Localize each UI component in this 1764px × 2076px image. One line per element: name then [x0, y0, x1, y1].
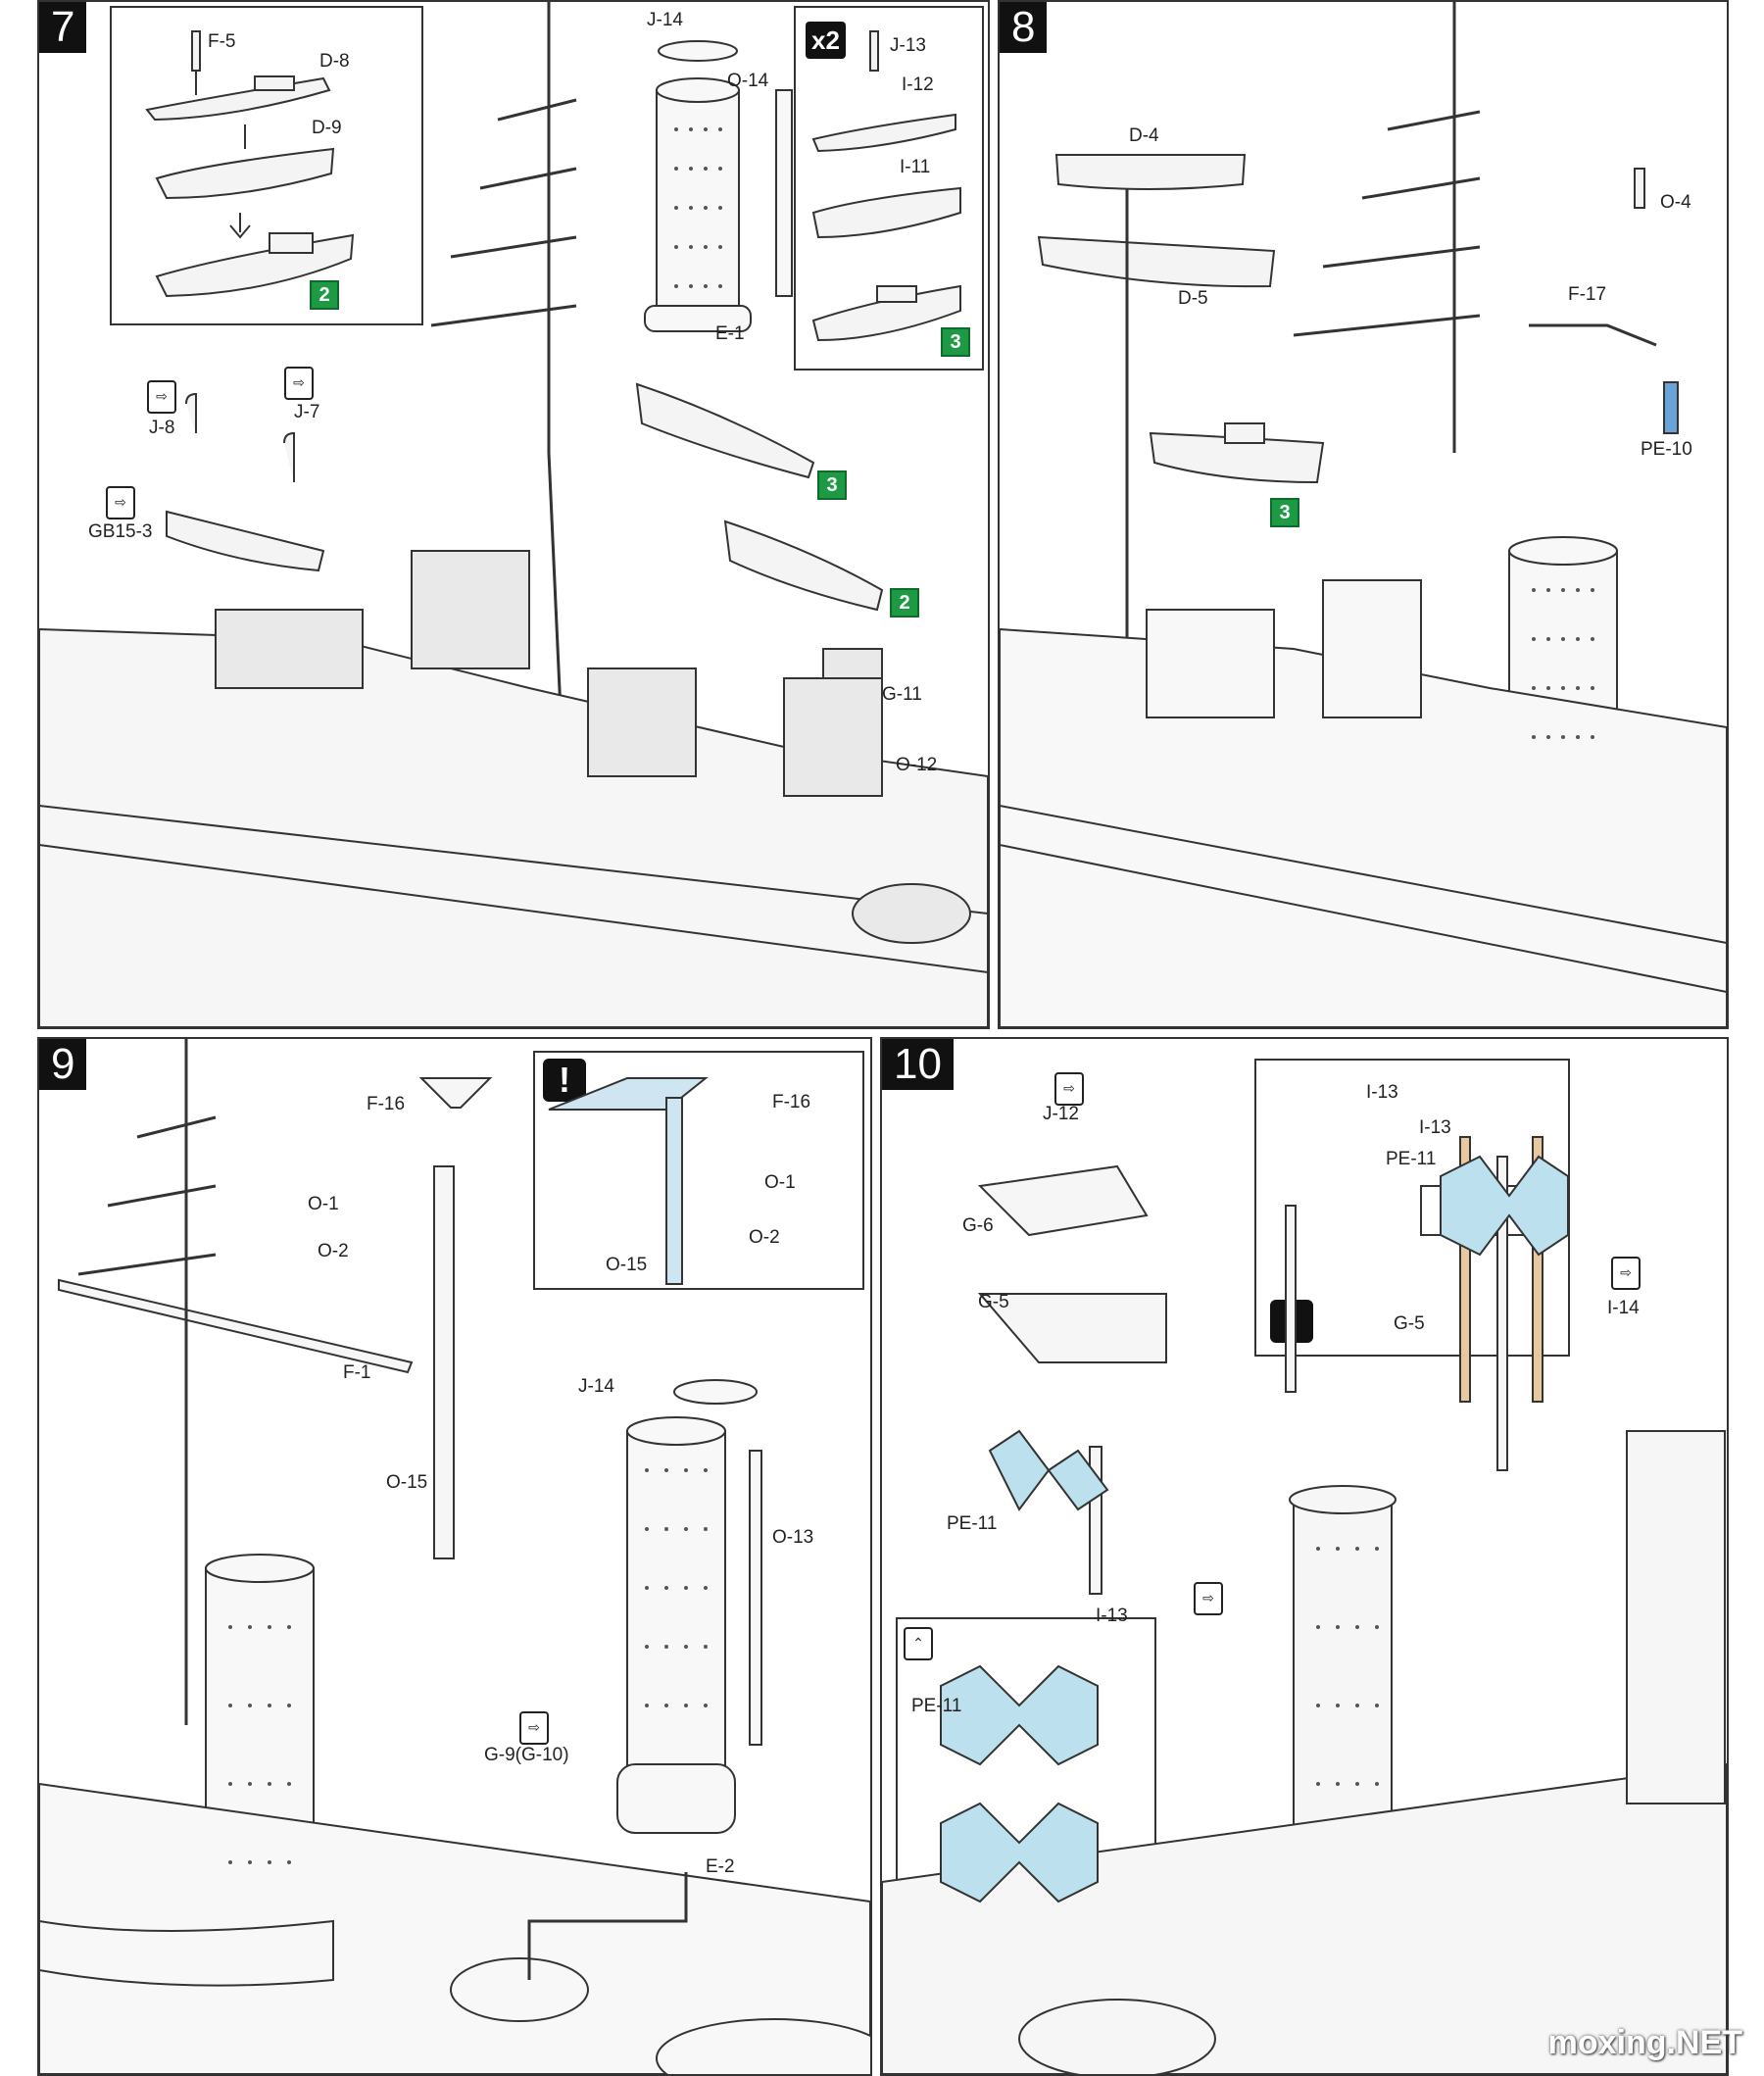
part-label: J-12 [1043, 1104, 1079, 1124]
part-label: O-4 [1660, 192, 1691, 213]
part-label: G-6 [962, 1215, 994, 1236]
part-label: E-1 [715, 323, 745, 344]
part-label: O-12 [896, 755, 938, 775]
part-label: G-5 [978, 1292, 1009, 1312]
part-label: J-14 [647, 10, 683, 30]
part-label: J-8 [149, 418, 175, 438]
step-7-panel: 7 x2 [37, 0, 990, 1029]
part-label: PE-11 [947, 1513, 998, 1534]
cut-icon: ⇨ [147, 380, 176, 414]
part-label: F-16 [772, 1092, 811, 1112]
step-8-panel: 8 [998, 0, 1729, 1029]
step-8-drawing [1000, 2, 1727, 1027]
part-label: O-1 [308, 1194, 339, 1214]
part-label: G-5 [1394, 1313, 1425, 1334]
part-label: I-13 [1419, 1117, 1451, 1138]
cut-icon: ⇨ [1054, 1072, 1084, 1106]
part-label: I-12 [902, 74, 934, 95]
part-label: O-1 [764, 1172, 796, 1193]
cut-icon: ⇨ [284, 367, 314, 400]
part-label: O-14 [727, 71, 769, 91]
part-label: F-1 [343, 1362, 371, 1383]
part-label: I-11 [900, 157, 931, 177]
part-label: J-14 [578, 1376, 614, 1397]
step-9-drawing [39, 1039, 870, 2074]
step-number: 8 [1000, 2, 1048, 53]
cut-icon: ⇨ [106, 486, 135, 519]
flip-icon: ⌃ [904, 1627, 933, 1660]
part-label: D-4 [1129, 125, 1159, 146]
part-label: O-15 [606, 1255, 648, 1275]
part-label: E-2 [706, 1856, 735, 1877]
part-label: J-13 [890, 35, 926, 56]
part-label: O-2 [318, 1241, 349, 1261]
step-9-panel: 9 ! [37, 1037, 872, 2076]
part-label: F-17 [1568, 284, 1607, 305]
part-label: J-7 [294, 402, 320, 422]
cut-icon: ⇨ [1194, 1582, 1223, 1615]
subassembly-badge: 3 [1270, 498, 1299, 527]
subassembly-badge: 2 [890, 588, 919, 618]
part-label: PE-11 [911, 1696, 962, 1716]
subassembly-badge: 3 [817, 470, 847, 500]
step-number: 10 [882, 1039, 954, 1090]
subassembly-badge: 3 [941, 327, 970, 357]
part-label: D-5 [1178, 288, 1208, 309]
part-label: O-2 [749, 1227, 780, 1248]
part-label: I-14 [1607, 1298, 1640, 1318]
part-label: D-9 [312, 118, 342, 138]
part-label: G-11 [882, 684, 922, 705]
step-number: 7 [39, 2, 87, 53]
part-label: D-8 [319, 51, 350, 72]
part-label: G-9(G-10) [484, 1745, 569, 1765]
part-label: PE-10 [1641, 439, 1692, 460]
notice-icon: ! [543, 1059, 586, 1102]
part-label: F-16 [367, 1094, 406, 1114]
part-label: F-5 [208, 31, 236, 52]
notice-inset [533, 1051, 864, 1290]
cut-icon: ⇨ [519, 1711, 549, 1745]
part-label: I-13 [1366, 1082, 1398, 1103]
step-10-panel: 10 ! J- [880, 1037, 1729, 2076]
part-label: I-13 [1096, 1606, 1128, 1626]
part-label: O-13 [772, 1527, 814, 1548]
step-10-drawing [882, 1136, 1727, 2074]
watermark: moxing.NET [1547, 2024, 1742, 2061]
quantity-multiplier: x2 [806, 22, 846, 59]
part-label: O-15 [386, 1472, 428, 1493]
step-number: 9 [39, 1039, 87, 1090]
part-label: PE-11 [1386, 1149, 1437, 1169]
step-7-drawing [39, 2, 988, 1027]
part-label: GB15-3 [88, 521, 153, 542]
cut-icon: ⇨ [1611, 1257, 1641, 1290]
subassembly-badge: 2 [310, 280, 339, 310]
